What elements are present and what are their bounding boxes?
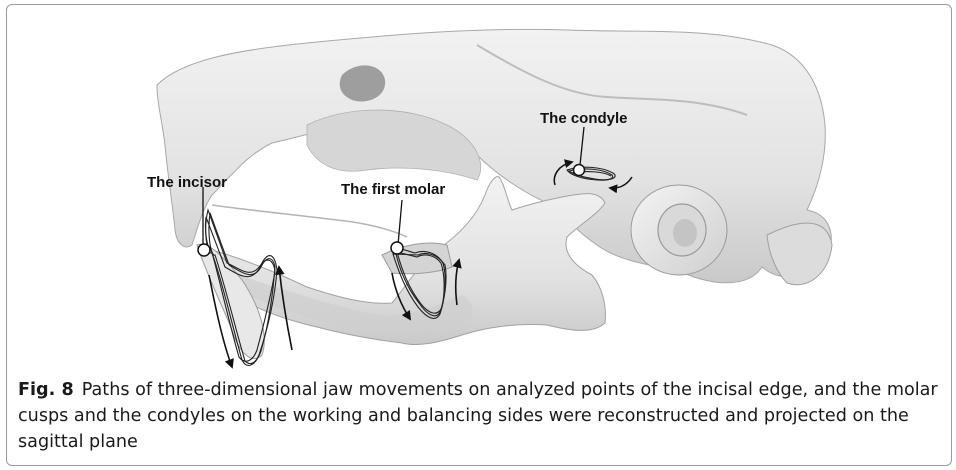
- condyle-point: [574, 165, 585, 176]
- molar-vertical-line: [398, 200, 402, 245]
- ear-canal-inner: [673, 219, 697, 247]
- maxilla-edge: [212, 205, 407, 237]
- label-incisor: The incisor: [147, 174, 227, 191]
- incisor-point: [198, 244, 210, 256]
- caption-text: Paths of three-dimensional jaw movements…: [18, 380, 938, 452]
- figure-frame: The incisor The first molar The condyle …: [6, 4, 952, 466]
- label-first-molar: The first molar: [341, 181, 445, 198]
- skull-figure: The incisor The first molar The condyle: [7, 5, 952, 375]
- caption-label: Fig. 8: [18, 380, 74, 400]
- label-condyle: The condyle: [540, 110, 628, 127]
- molar-point: [391, 242, 403, 254]
